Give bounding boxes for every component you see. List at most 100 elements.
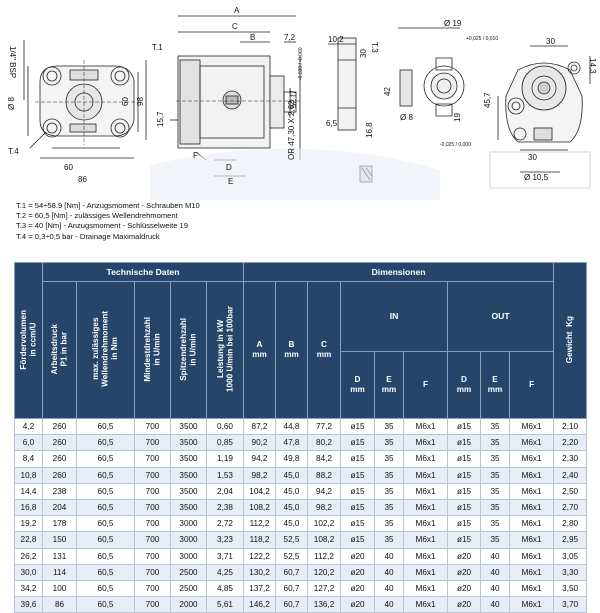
dim-105-label: Ø 10,5	[524, 173, 549, 182]
header-foerdervolumen: Fördervolumen in ccm/U	[14, 262, 43, 419]
table-cell: 60,5	[76, 515, 135, 533]
header-b: B mm	[275, 281, 309, 419]
header-out-d: D mm	[447, 350, 482, 420]
table-cell: 60,5	[76, 466, 135, 484]
table-cell: M6x1	[509, 434, 555, 452]
table-cell: 2500	[170, 579, 207, 598]
dim-72-label: 7,2	[284, 33, 296, 42]
table-cell: 35	[374, 515, 405, 533]
table-cell: M6x1	[403, 596, 449, 613]
table-cell: 35	[480, 466, 511, 484]
table-cell: 2,30	[553, 450, 588, 468]
table-cell: ø20	[340, 596, 376, 613]
table-cell: 60,5	[76, 547, 135, 565]
t4-label: T.4	[8, 147, 19, 156]
header-a: A mm	[243, 281, 277, 419]
dim-h60-label: 60	[121, 97, 130, 106]
table-cell: 700	[134, 417, 171, 436]
table-cell: 700	[134, 434, 171, 452]
dim-168-label: 16,8	[365, 122, 374, 138]
table-cell: 238	[42, 482, 77, 500]
table-cell: 34,2	[14, 579, 43, 598]
table-cell: M6x1	[403, 417, 449, 436]
table-cell: ø15	[447, 434, 482, 452]
rear-view	[489, 45, 591, 189]
table-cell: 260	[42, 417, 77, 436]
table-cell: 700	[134, 482, 171, 500]
table-cell: M6x1	[509, 563, 555, 581]
table-cell: 2500	[170, 563, 207, 581]
table-cell: 6,0	[14, 434, 43, 452]
header-in-f: F	[403, 350, 449, 420]
dim-8b-label: Ø 8	[400, 113, 413, 122]
table-cell: 700	[134, 531, 171, 549]
table-cell: M6x1	[403, 579, 449, 598]
table-cell: 52,5	[275, 531, 309, 549]
table-cell: ø15	[340, 498, 376, 517]
table-cell: 118,2	[243, 531, 277, 549]
table-cell: 3000	[170, 547, 207, 565]
table-cell: 35	[480, 531, 511, 549]
table-cell: 60,5	[76, 417, 135, 436]
table-cell: 2,72	[205, 515, 245, 533]
table-cell: 40	[480, 579, 511, 598]
table-cell: M6x1	[509, 579, 555, 598]
table-cell: 94,2	[243, 450, 277, 468]
table-cell: ø20	[340, 579, 376, 598]
table-cell: M6x1	[509, 482, 555, 500]
table-cell: 30,0	[14, 563, 43, 581]
table-cell: 700	[134, 466, 171, 484]
torque-notes: T.1 = 54÷58.9 [Nm] - Anzugsmoment - Schr…	[16, 201, 336, 242]
header-arbeitsdruck: Arbeitsdruck P1 in bar	[42, 281, 77, 419]
t3-label: T.3	[370, 42, 379, 53]
table-cell: ø15	[340, 417, 376, 436]
table-cell: 112,2	[243, 515, 277, 533]
table-cell: M6x1	[403, 531, 449, 549]
table-cell: 35	[374, 434, 405, 452]
table-cell: 104,2	[243, 482, 277, 500]
table-cell: M6x1	[403, 563, 449, 581]
table-cell: ø15	[340, 531, 376, 549]
table-cell: 77,2	[307, 417, 342, 436]
table-cell: 35	[374, 450, 405, 468]
table-cell: 35	[480, 515, 511, 533]
table-cell: M6x1	[509, 596, 555, 613]
table-cell: 40	[374, 547, 405, 565]
technical-drawing: 60 86 Ø 8 1/4" BSP T.4 60 98 T.1 A C B 7…	[7, 6, 597, 200]
table-cell: M6x1	[403, 547, 449, 565]
table-cell: 60,5	[76, 563, 135, 581]
table-cell: M6x1	[509, 547, 555, 565]
table-cell: 3000	[170, 515, 207, 533]
header-drehmoment: max. zulässiges Wellendrehmoment in Nm	[76, 281, 135, 419]
table-cell: 3,70	[553, 596, 588, 613]
table-cell: ø15	[340, 450, 376, 468]
header-out-f: F	[509, 350, 555, 420]
table-cell: 108,2	[307, 531, 342, 549]
table-cell: 52,5	[275, 547, 309, 565]
front-view	[23, 40, 147, 159]
table-cell: ø15	[340, 515, 376, 533]
table-cell: 35	[480, 450, 511, 468]
table-cell: 35	[374, 466, 405, 484]
table-cell: 8,4	[14, 450, 43, 468]
table-cell: 3500	[170, 417, 207, 436]
table-cell: 3,05	[553, 547, 588, 565]
table-cell: 700	[134, 498, 171, 517]
table-cell: 35	[374, 417, 405, 436]
table-cell: 94,2	[307, 482, 342, 500]
table-cell: ø15	[447, 482, 482, 500]
table-cell: 35	[480, 482, 511, 500]
table-cell: ø20	[447, 596, 482, 613]
table-cell: 60,7	[275, 563, 309, 581]
table-cell: 60,5	[76, 482, 135, 500]
table-cell: 40	[374, 579, 405, 598]
header-leistung: Leistung in kW 1000 U/min bei 100bar	[205, 281, 245, 419]
table-cell: 3,30	[553, 563, 588, 581]
table-cell: 88,2	[307, 466, 342, 484]
